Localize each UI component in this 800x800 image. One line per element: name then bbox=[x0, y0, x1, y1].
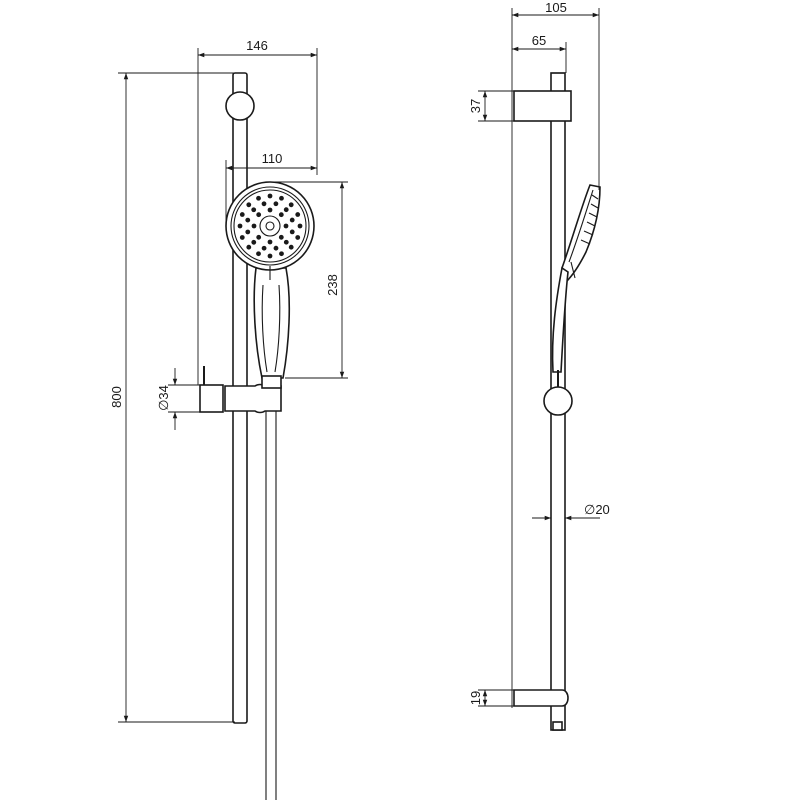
dim-label-146: 146 bbox=[246, 38, 268, 53]
nozzle-hole bbox=[289, 229, 295, 235]
dim-width-overall: 146 bbox=[197, 38, 318, 385]
nozzle-hole bbox=[267, 193, 273, 199]
nozzle-hole bbox=[267, 239, 273, 245]
nozzle-hole bbox=[288, 244, 294, 250]
dim-head-height: 238 bbox=[272, 181, 348, 379]
nozzle-hole bbox=[245, 229, 251, 235]
nozzle-hole bbox=[256, 212, 262, 218]
nozzle-hole bbox=[237, 223, 243, 229]
dim-label-37: 37 bbox=[468, 99, 483, 113]
nozzle-hole bbox=[267, 207, 273, 213]
dim-bracket-diameter: ∅34 bbox=[156, 368, 202, 430]
nozzle-hole bbox=[279, 251, 284, 257]
nozzle-hole bbox=[261, 245, 267, 251]
nozzle-hole bbox=[283, 239, 289, 245]
nozzle-hole bbox=[289, 217, 295, 223]
shower-head bbox=[225, 181, 315, 280]
side-bottom-bracket bbox=[513, 689, 569, 707]
nozzle-hole bbox=[273, 201, 279, 207]
dim-total-height: 800 bbox=[109, 72, 235, 723]
nozzle-hole bbox=[278, 234, 284, 240]
nozzle-hole bbox=[283, 207, 289, 213]
front-view: 146 110 238 ∅34 800 bbox=[109, 38, 348, 800]
spray-nozzles bbox=[237, 193, 303, 259]
nozzle-hole bbox=[239, 235, 245, 240]
nozzle-hole bbox=[251, 223, 257, 229]
nozzle-hole bbox=[278, 212, 284, 218]
side-top-bracket bbox=[513, 90, 572, 122]
top-wall-bracket bbox=[225, 91, 255, 121]
nozzle-hole bbox=[251, 207, 257, 213]
nozzle-hole bbox=[261, 201, 267, 207]
nozzle-hole bbox=[273, 245, 279, 251]
dim-label-34: ∅34 bbox=[156, 385, 171, 411]
nozzle-hole bbox=[245, 217, 251, 223]
nozzle-hole bbox=[256, 251, 261, 257]
dim-label-110: 110 bbox=[262, 151, 283, 166]
dim-label-105: 105 bbox=[545, 0, 567, 15]
nozzle-hole bbox=[251, 239, 257, 245]
dim-head-width: 110 bbox=[225, 151, 317, 226]
dim-label-20: ∅20 bbox=[584, 502, 610, 517]
nozzle-hole bbox=[297, 223, 303, 229]
side-hand-shower bbox=[551, 184, 601, 373]
nozzle-hole bbox=[256, 234, 262, 240]
dim-label-800: 800 bbox=[109, 386, 124, 408]
nozzle-hole bbox=[283, 223, 289, 229]
dim-label-65: 65 bbox=[532, 33, 546, 48]
side-view: 105 65 37 ∅20 19 bbox=[468, 0, 610, 731]
dim-rail-diameter: ∅20 bbox=[532, 502, 610, 521]
slider-holder bbox=[199, 366, 282, 414]
nozzle-hole bbox=[267, 253, 273, 259]
nozzle-hole bbox=[288, 202, 294, 208]
nozzle-hole bbox=[295, 235, 301, 240]
nozzle-hole bbox=[295, 212, 301, 217]
dim-top-bracket-height: 37 bbox=[468, 90, 516, 122]
dim-label-19: 19 bbox=[468, 691, 483, 705]
nozzle-hole bbox=[256, 195, 261, 201]
nozzle-hole bbox=[279, 195, 284, 201]
nozzle-hole bbox=[246, 244, 252, 250]
dim-depth-overall: 105 bbox=[511, 0, 600, 708]
nozzle-hole bbox=[246, 202, 252, 208]
dim-bottom-bracket-height: 19 bbox=[468, 689, 516, 707]
side-slider bbox=[543, 386, 573, 416]
dim-depth-bracket: 65 bbox=[511, 33, 567, 73]
dim-label-238: 238 bbox=[325, 274, 340, 296]
hand-shower-handle bbox=[253, 267, 291, 379]
nozzle-hole bbox=[239, 212, 245, 217]
shower-hose bbox=[265, 408, 277, 800]
